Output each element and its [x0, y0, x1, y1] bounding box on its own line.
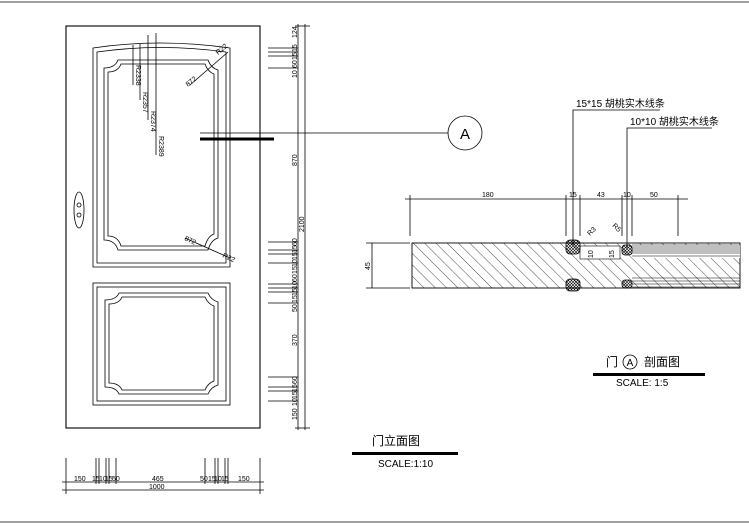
horizontal-dimensions: 150 15 10 15 50 465 50 15 10 15 150 1000 [62, 458, 264, 494]
dim-label: 15 [609, 250, 616, 258]
arc-label: R22 [221, 252, 236, 264]
lower-panel-outer [92, 282, 231, 406]
dim-label: 15 [292, 245, 299, 253]
dim-label: 10 [214, 476, 222, 483]
dim-label: 50 [200, 476, 208, 483]
dim-label: 43 [597, 192, 605, 199]
arc-label: R22 [215, 43, 229, 57]
callout-10x10: 10*10 胡桃实木线条 [630, 115, 719, 128]
section-title: 剖面图 [644, 355, 680, 369]
total-height-label: 2100 [299, 216, 306, 232]
section-title-marker [622, 354, 638, 370]
door-elevation: R2338 R2357 R2374 R2389 872 R22 872 R22 [65, 25, 448, 429]
section-marker [447, 115, 483, 151]
dim-label: 10 [292, 70, 299, 78]
dim-label: R3 [586, 226, 597, 237]
dim-label: 15 [105, 476, 113, 483]
dim-label: 10 [292, 259, 299, 267]
elevation-scale: SCALE:1:10 [378, 459, 433, 470]
dim-label: 15 [292, 295, 299, 303]
dim-label: 50 [650, 192, 658, 199]
vertical-dimensions: 124 15 15 60 10 870 60 15 15 10 15 60 10… [268, 24, 310, 430]
dim-label: 10 [99, 476, 107, 483]
radius-label: R2389 [157, 136, 164, 157]
dim-label: 15 [92, 476, 100, 483]
dim-label: 124 [292, 26, 299, 38]
dim-label: 15 [292, 252, 299, 260]
dim-label: 60 [292, 274, 299, 282]
dim-label: 15 [292, 384, 299, 392]
dim-label: 150 [74, 476, 86, 483]
title-underline [352, 452, 458, 455]
dim-label: 15 [221, 476, 229, 483]
dim-label: 870 [292, 154, 299, 166]
dim-label: 15 [292, 266, 299, 274]
arc-label: 872 [183, 235, 197, 246]
elevation-title: 门立面图 [372, 433, 420, 448]
section-title-prefix: 门 [606, 354, 618, 369]
door-handle-icon [73, 191, 85, 229]
moulding-15x15-back [565, 278, 581, 292]
thickness-label: 45 [365, 262, 372, 270]
dim-label: 10 [588, 250, 595, 258]
dim-label: 15 [292, 288, 299, 296]
lower-panel-moulding [104, 292, 219, 395]
callout-leader [626, 127, 712, 248]
dim-label: 60 [292, 60, 299, 68]
upper-panel-moulding [103, 59, 219, 251]
dim-label: 465 [152, 476, 164, 483]
dim-label: 15 [292, 44, 299, 52]
total-width-label: 1000 [149, 484, 165, 491]
dim-label: 150 [238, 476, 250, 483]
section-marker-label: A [460, 126, 470, 143]
radius-label: R2357 [141, 92, 148, 113]
dim-label: R5 [611, 222, 622, 233]
dim-label: 15 [292, 391, 299, 399]
section-title-marker-label: A [627, 358, 634, 369]
section-a: A 45 180 15 43 10 50 R3 R5 [365, 97, 741, 292]
dim-label: 60 [292, 376, 299, 384]
dim-label: 15 [208, 476, 216, 483]
arc-label: 872 [185, 76, 199, 89]
door-outline [65, 25, 261, 429]
moulding-10x10-back [621, 279, 633, 289]
callout-leader [572, 109, 660, 245]
dim-label: 180 [482, 192, 494, 199]
dim-label: 60 [292, 238, 299, 246]
section-title-underline [593, 373, 705, 376]
radius-label: R2374 [149, 111, 156, 132]
panel-recess [579, 245, 621, 260]
dim-label: 10 [292, 398, 299, 406]
dim-label: 15 [292, 52, 299, 60]
dim-label: 10 [292, 281, 299, 289]
section-scale: SCALE: 1:5 [616, 378, 669, 389]
dim-label: 150 [292, 408, 299, 420]
callout-15x15: 15*15 胡桃实木线条 [576, 97, 665, 110]
upper-panel-outer [92, 42, 231, 268]
dim-label: 50 [292, 304, 299, 312]
dim-label: 370 [292, 334, 299, 346]
radius-label: R2338 [134, 65, 141, 86]
dim-label: 50 [112, 476, 120, 483]
